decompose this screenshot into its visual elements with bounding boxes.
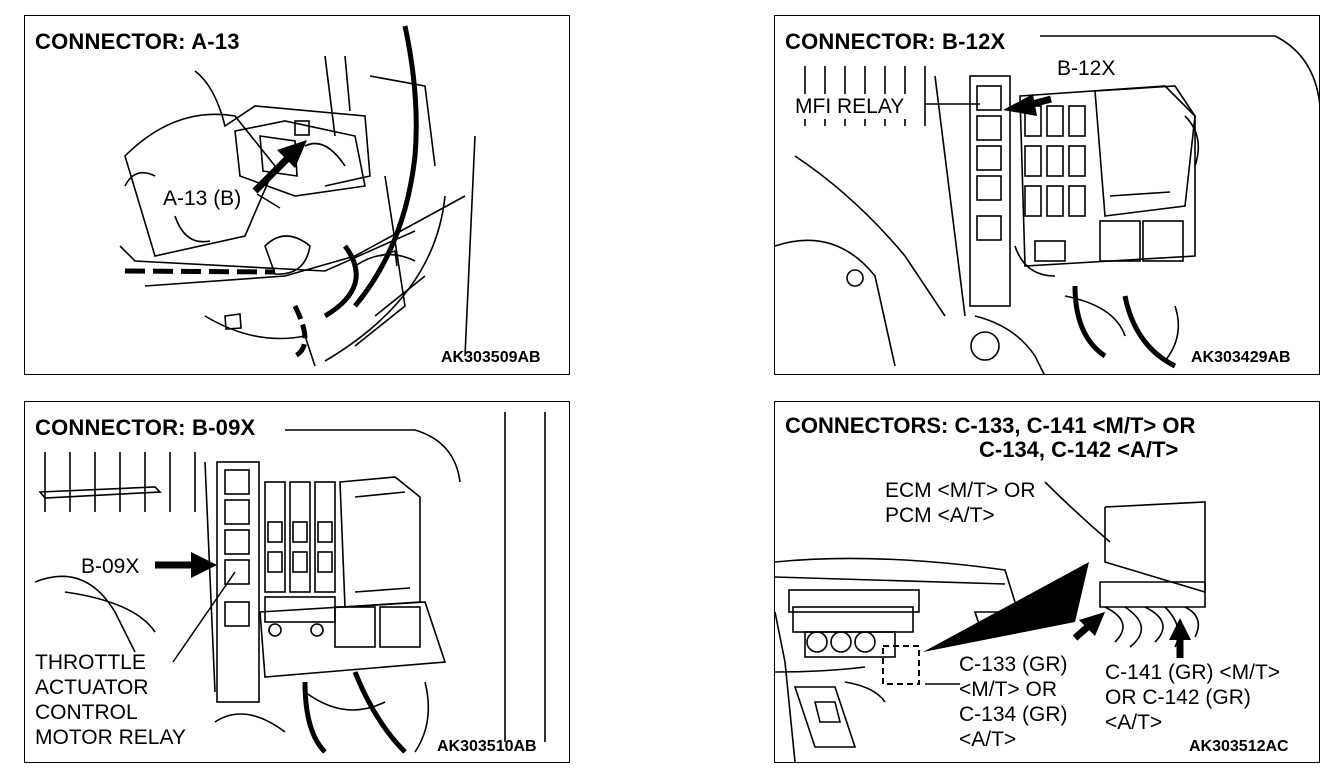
- connector-right-label-line: C-141 (GR) <M/T>: [1105, 661, 1281, 684]
- connector-left-label-line: <M/T> OR: [959, 678, 1058, 701]
- connector-left-label: C-133 (GR) <M/T> OR C-134 (GR) <A/T>: [959, 652, 1068, 752]
- connector-right-label-line: OR C-142 (GR): [1105, 686, 1251, 709]
- connector-title-line2: C-134, C-142 <A/T>: [979, 437, 1179, 462]
- relay-box-illustration-b09x: [34, 412, 546, 754]
- relay-label-line: MOTOR RELAY: [35, 726, 186, 749]
- connector-right-label-line: <A/T>: [1105, 711, 1163, 734]
- connector-right-label: C-141 (GR) <M/T> OR C-142 (GR) <A/T>: [1105, 660, 1280, 735]
- connector-title: CONNECTOR: B-12X: [785, 29, 1006, 54]
- connector-left-label-line: C-133 (GR): [959, 653, 1068, 676]
- diagram-panel-a13: CONNECTOR: A-13 A-13 (B) AK303509AB: [24, 15, 570, 375]
- relay-description-label: THROTTLE ACTUATOR CONTROL MOTOR RELAY: [35, 650, 186, 750]
- figure-code: AK303510AB: [437, 738, 537, 755]
- connector-callout-label: B-09X: [81, 555, 140, 578]
- relay-box-illustration-b12x: [775, 35, 1319, 374]
- engine-bay-illustration-a13: [119, 25, 476, 367]
- connector-title: CONNECTOR: B-09X: [35, 415, 256, 440]
- ecm-label: ECM <M/T> OR PCM <A/T>: [885, 478, 1036, 528]
- diagram-panel-c133: CONNECTORS: C-133, C-141 <M/T> OR C-134,…: [774, 401, 1320, 763]
- connector-callout-label: B-12X: [1055, 56, 1118, 81]
- connector-left-label-line: C-134 (GR): [959, 703, 1068, 726]
- figure-code: AK303429AB: [1191, 349, 1291, 366]
- ecm-label-line: ECM <M/T> OR: [885, 479, 1036, 502]
- relay-callout-label: MFI RELAY: [793, 94, 907, 119]
- connector-title: CONNECTOR: A-13: [35, 29, 240, 54]
- figure-code: AK303509AB: [441, 349, 541, 366]
- relay-label-line: CONTROL: [35, 701, 138, 724]
- relay-label-line: ACTUATOR: [35, 676, 149, 699]
- ecm-label-line: PCM <A/T>: [885, 504, 995, 527]
- connector-title-line1: CONNECTORS: C-133, C-141 <M/T> OR: [785, 413, 1196, 438]
- diagram-panel-b09x: CONNECTOR: B-09X B-09X THROTTLE ACTUATOR…: [24, 401, 570, 763]
- diagram-panel-b12x: CONNECTOR: B-12X B-12X MFI RELAY AK30342…: [774, 15, 1320, 375]
- connector-callout-label: A-13 (B): [161, 186, 244, 211]
- relay-label-line: THROTTLE: [35, 651, 146, 674]
- connector-left-label-line: <A/T>: [959, 728, 1017, 751]
- figure-code: AK303512AC: [1189, 738, 1289, 755]
- dashboard-ecm-illustration: [775, 481, 1206, 762]
